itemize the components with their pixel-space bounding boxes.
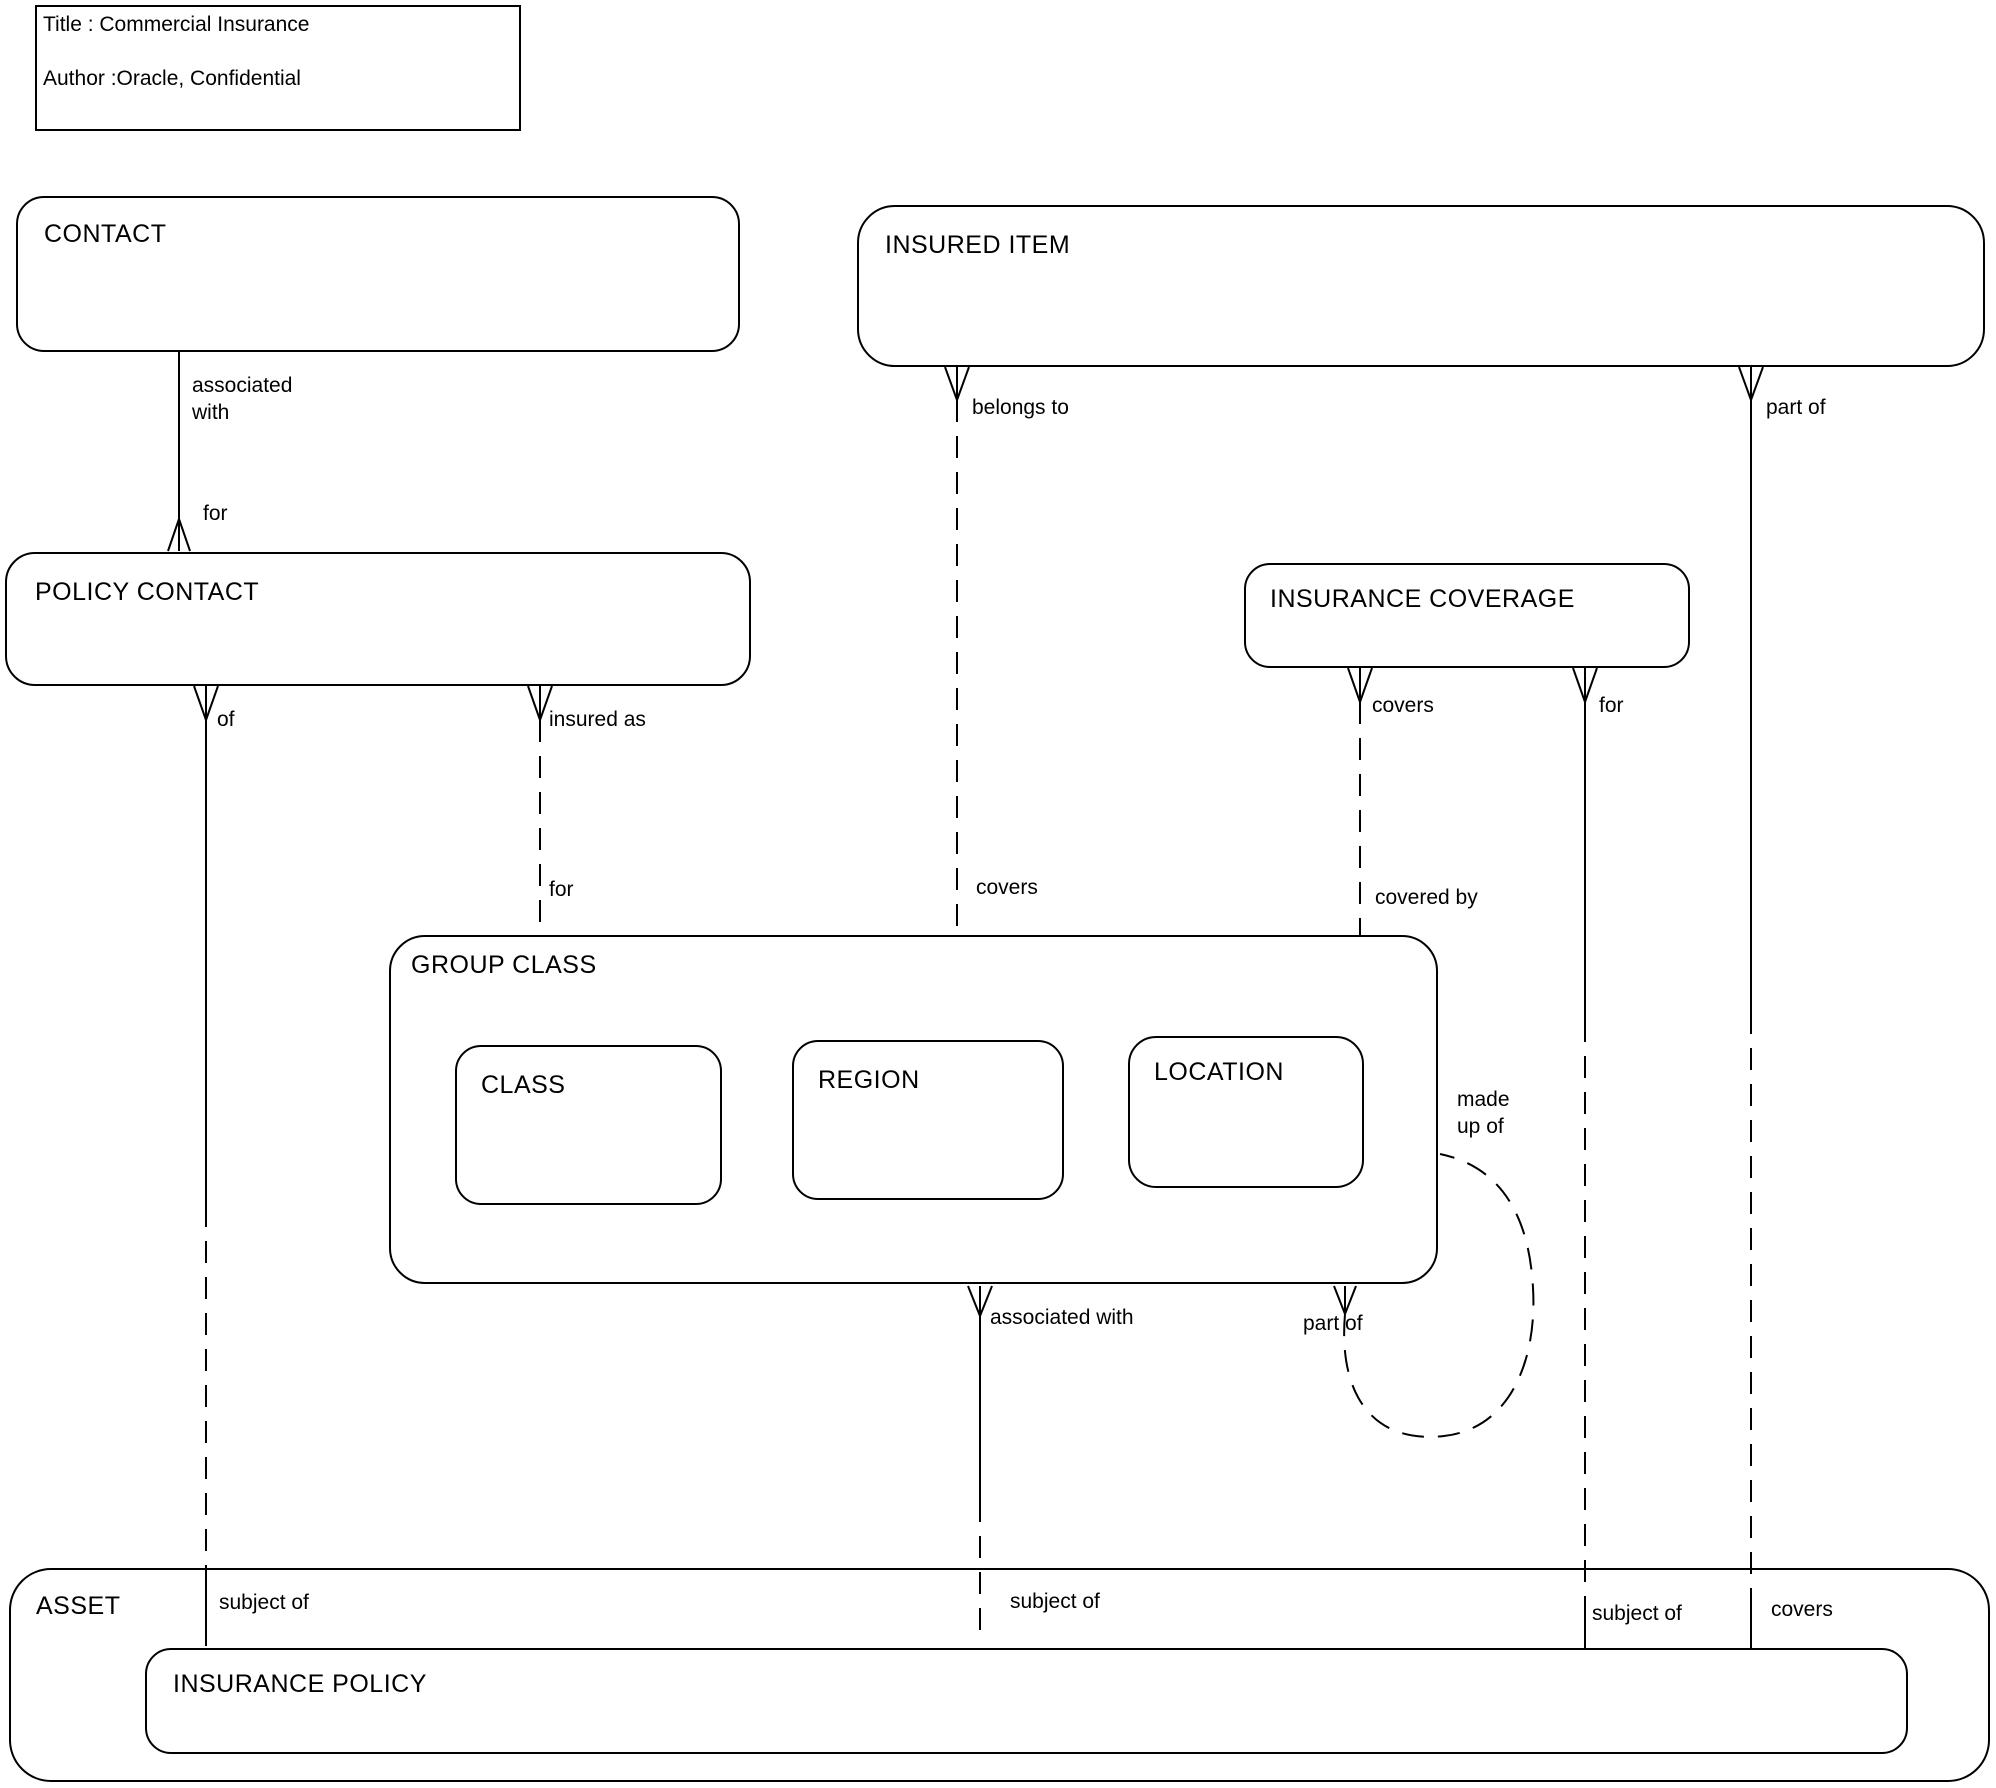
entity-insured-item-name: INSURED ITEM bbox=[885, 231, 1071, 259]
entity-insurance-policy-name: INSURANCE POLICY bbox=[173, 1670, 427, 1698]
diagram-title-line: Title : Commercial Insurance bbox=[43, 13, 310, 36]
entity-asset[interactable]: ASSET INSURANCE POLICY bbox=[9, 1568, 1990, 1782]
entity-insurance-policy[interactable]: INSURANCE POLICY bbox=[145, 1648, 1908, 1754]
entity-asset-name: ASSET bbox=[36, 1592, 121, 1620]
entity-group-class-name: GROUP CLASS bbox=[411, 951, 597, 979]
entity-region[interactable]: REGION bbox=[792, 1040, 1064, 1200]
entity-contact-name: CONTACT bbox=[44, 220, 167, 248]
entity-location-name: LOCATION bbox=[1154, 1058, 1284, 1086]
entity-region-name: REGION bbox=[818, 1066, 920, 1094]
entity-insurance-coverage[interactable]: INSURANCE COVERAGE bbox=[1244, 563, 1690, 668]
diagram-title-block: Title : Commercial Insurance Author :Ora… bbox=[35, 5, 521, 131]
entity-policy-contact[interactable]: POLICY CONTACT bbox=[5, 552, 751, 686]
entity-insured-item[interactable]: INSURED ITEM bbox=[857, 205, 1985, 367]
entity-insurance-coverage-name: INSURANCE COVERAGE bbox=[1270, 585, 1575, 613]
entity-class-name: CLASS bbox=[481, 1071, 566, 1099]
diagram-author-line: Author :Oracle, Confidential bbox=[43, 67, 301, 90]
entity-policy-contact-name: POLICY CONTACT bbox=[35, 578, 260, 606]
entity-location[interactable]: LOCATION bbox=[1128, 1036, 1364, 1188]
entity-group-class[interactable]: GROUP CLASS CLASS REGION LOCATION bbox=[389, 935, 1438, 1284]
entity-contact[interactable]: CONTACT bbox=[16, 196, 740, 352]
entity-class[interactable]: CLASS bbox=[455, 1045, 722, 1205]
